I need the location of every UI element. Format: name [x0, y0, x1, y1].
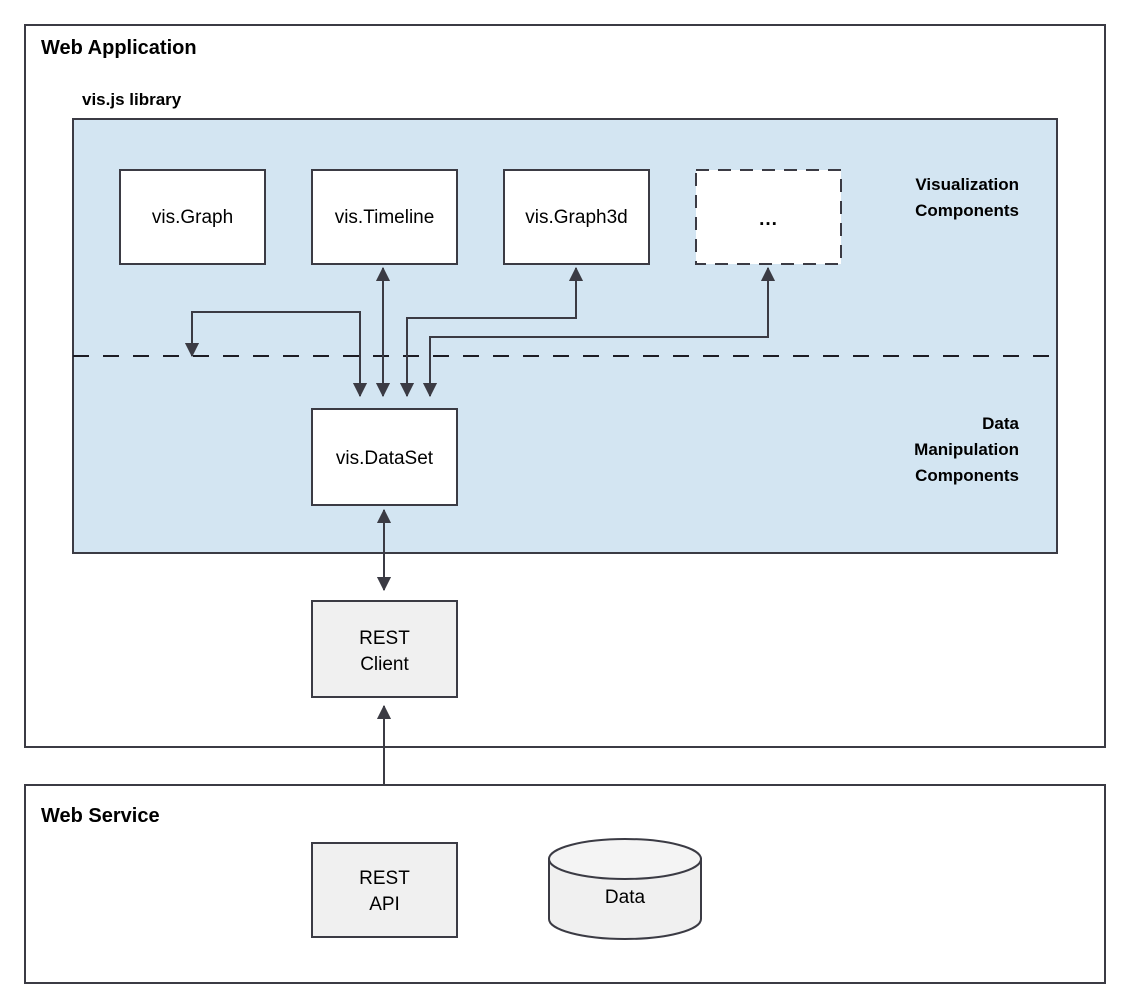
svg-text:Manipulation: Manipulation: [914, 440, 1019, 459]
svg-text:Components: Components: [915, 466, 1019, 485]
node-vis-dataset-box[interactable]: [311, 408, 458, 506]
node-rest-client-label-line1: REST: [359, 628, 410, 649]
svg-text:Visualization: Visualization: [915, 175, 1019, 194]
node-vis-graph[interactable]: vis.Graph: [119, 169, 266, 265]
svg-text:Components: Components: [915, 201, 1019, 220]
node-data-store[interactable]: Data: [548, 838, 702, 940]
node-vis-graph3d-label: vis.Graph3d: [525, 207, 627, 228]
data-store-cylinder-top: [548, 838, 702, 880]
node-vis-dataset-label: vis.DataSet: [336, 448, 434, 469]
node-rest-client-box[interactable]: [311, 600, 458, 698]
node-vis-graph-label: vis.Graph: [152, 207, 233, 228]
web-service-title: Web Service: [41, 805, 160, 827]
node-rest-api[interactable]: REST API: [311, 842, 458, 938]
edge-more-dataset: [422, 266, 776, 398]
library-group: vis.js library Visualization Components …: [72, 90, 1058, 554]
node-rest-api-label-line2: API: [369, 894, 400, 915]
zone-label-visualization: Visualization Components: [915, 175, 1019, 220]
node-vis-graph3d-box[interactable]: [503, 169, 650, 265]
node-vis-graph-box[interactable]: [119, 169, 266, 265]
node-vis-graph3d[interactable]: vis.Graph3d: [503, 169, 650, 265]
edge-vis-graph-dataset: [184, 311, 368, 398]
node-rest-api-box[interactable]: [311, 842, 458, 938]
node-vis-timeline[interactable]: vis.Timeline: [311, 169, 458, 265]
zone-label-data-manipulation: Data Manipulation Components: [914, 414, 1019, 485]
node-rest-api-label-line1: REST: [359, 868, 410, 889]
node-more-components-box[interactable]: [695, 169, 842, 265]
node-vis-dataset[interactable]: vis.DataSet: [311, 408, 458, 506]
node-more-components[interactable]: ...: [695, 169, 842, 265]
svg-text:Data: Data: [982, 414, 1019, 433]
node-rest-client-label-line2: Client: [360, 654, 409, 675]
node-data-store-label: Data: [605, 887, 646, 908]
node-vis-timeline-label: vis.Timeline: [335, 207, 435, 228]
node-rest-client[interactable]: REST Client: [311, 600, 458, 698]
library-title: vis.js library: [82, 90, 182, 109]
data-store-cylinder-body[interactable]: [548, 858, 702, 940]
node-more-components-label: ...: [759, 209, 778, 230]
web-application-title: Web Application: [41, 37, 197, 59]
node-vis-timeline-box[interactable]: [311, 169, 458, 265]
